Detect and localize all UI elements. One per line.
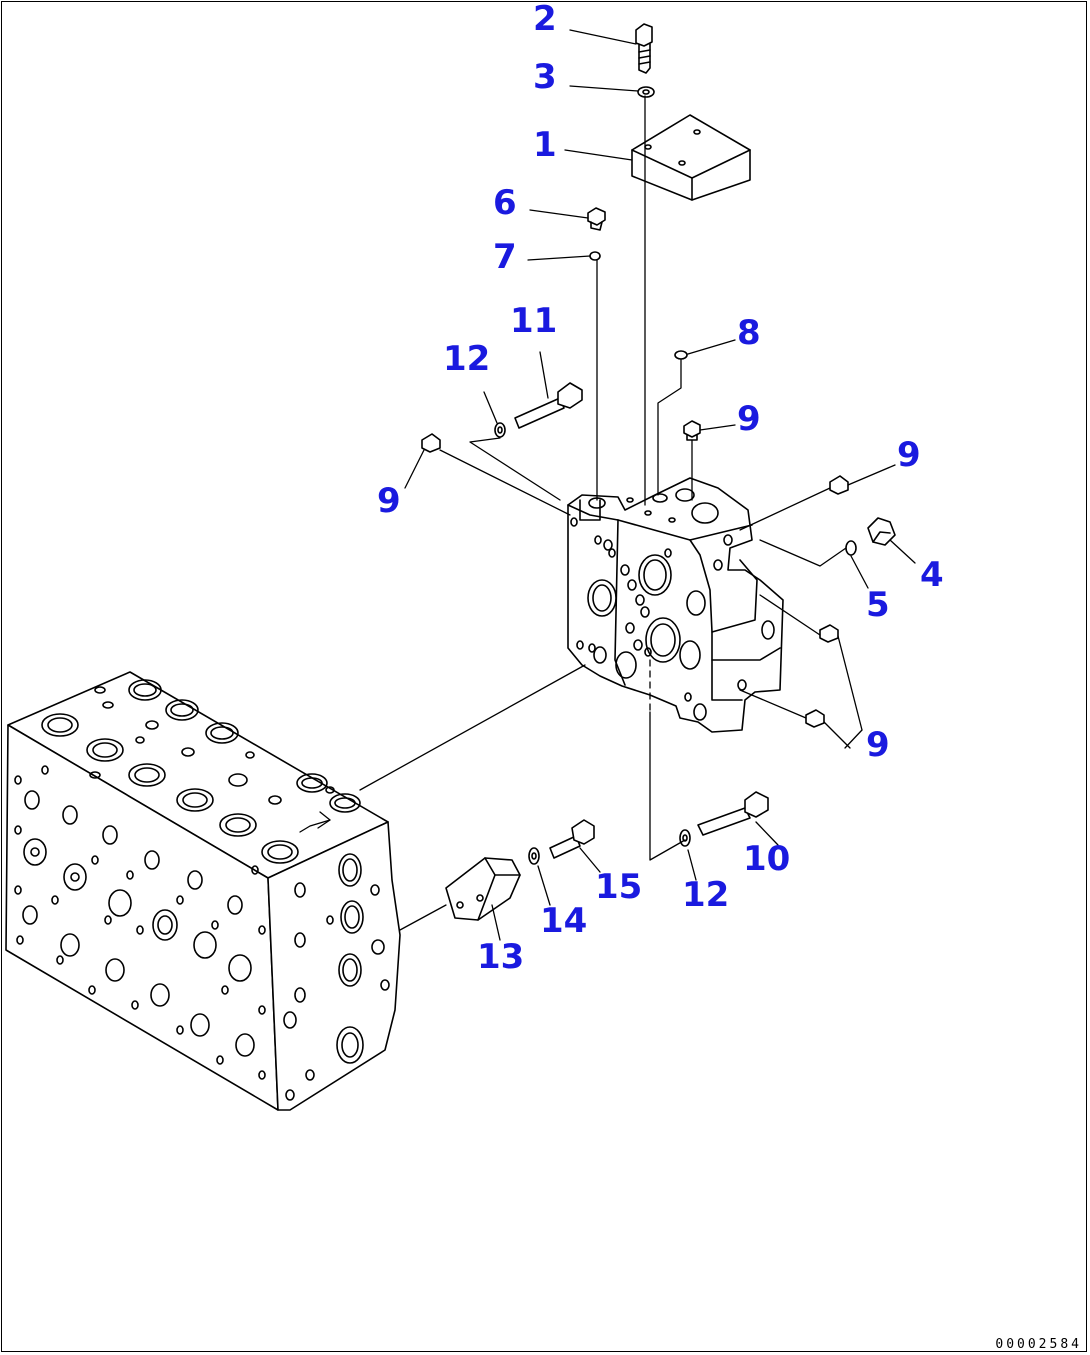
callout-9-left: 9 (377, 481, 401, 521)
callout-1: 1 (533, 125, 557, 165)
callout-8: 8 (737, 313, 761, 353)
o-ring-8 (674, 350, 688, 360)
bolt-10 (697, 791, 769, 836)
plug-9-top (683, 420, 701, 441)
callout-5: 5 (866, 585, 890, 625)
plug-9-right (829, 475, 849, 495)
o-ring-5 (845, 540, 857, 556)
cap-13 (445, 857, 521, 921)
cover-block (631, 114, 751, 201)
callout-13: 13 (477, 937, 525, 977)
callout-14: 14 (540, 901, 588, 941)
plug-9-left (421, 433, 441, 453)
callout-11: 11 (510, 301, 558, 341)
main-valve-block (5, 671, 401, 1111)
bolt-15 (549, 819, 595, 859)
callout-2: 2 (533, 0, 557, 39)
callout-9-right-top: 9 (897, 435, 921, 475)
callout-3: 3 (533, 57, 557, 97)
callout-10: 10 (743, 839, 791, 879)
bolt-11 (514, 382, 583, 429)
washer-12-lower (679, 829, 691, 847)
washer-14 (528, 847, 540, 865)
plug-4 (867, 517, 896, 546)
washer-12-upper (494, 422, 506, 438)
callout-15: 15 (595, 867, 643, 907)
callout-9-right-bottom: 9 (866, 725, 890, 765)
callout-12-upper: 12 (443, 339, 491, 379)
callout-7: 7 (493, 237, 517, 277)
callout-9-top: 9 (737, 399, 761, 439)
washer-3 (637, 86, 655, 98)
callout-12-lower: 12 (682, 875, 730, 915)
plug-6 (587, 207, 606, 231)
o-ring-7 (589, 251, 601, 261)
section-valve-body (567, 477, 784, 733)
callout-4: 4 (920, 555, 944, 595)
plug-9-lower-2 (805, 709, 825, 728)
drawing-number: 00002584 (995, 1337, 1082, 1352)
callout-6: 6 (493, 183, 517, 223)
bolt-2 (635, 23, 653, 74)
plug-9-lower-1 (819, 624, 839, 643)
leader-lines (299, 29, 916, 941)
